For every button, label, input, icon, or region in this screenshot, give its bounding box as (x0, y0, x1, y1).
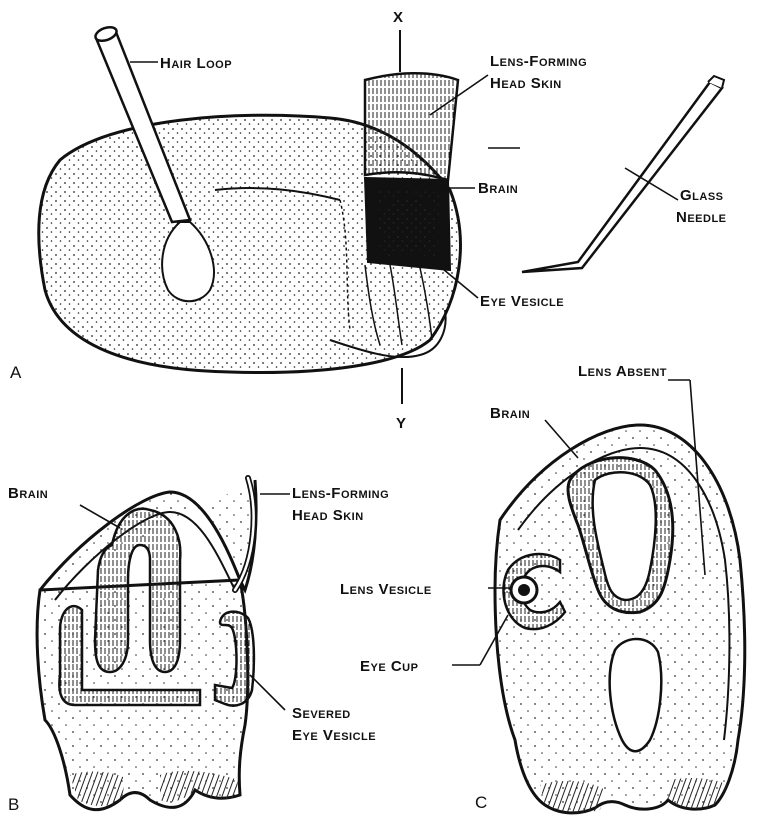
panel-label-b: B (8, 795, 19, 814)
glass-needle (522, 82, 722, 272)
panel-b-section (37, 478, 256, 810)
label-lens-forming-head-skin-a-2: Head Skin (490, 75, 562, 92)
label-glass-needle-2: Needle (676, 209, 727, 226)
label-lens-forming-head-skin-b-1: Lens-Forming (292, 485, 389, 502)
label-lens-vesicle: Lens Vesicle (340, 581, 432, 598)
label-hair-loop: Hair Loop (160, 55, 232, 72)
label-x: X (393, 9, 404, 26)
panel-a-embryo (39, 25, 724, 404)
label-lens-absent: Lens Absent (578, 363, 667, 380)
label-brain-c: Brain (490, 405, 530, 422)
label-lens-forming-head-skin-a-1: Lens-Forming (490, 53, 587, 70)
panel-label-a: A (10, 363, 22, 382)
label-glass-needle-1: Glass (680, 187, 724, 204)
label-eye-cup: Eye Cup (360, 658, 418, 675)
label-eye-vesicle: Eye Vesicle (480, 293, 564, 310)
head-skin-flap (365, 73, 458, 180)
panel-c-section (495, 425, 745, 813)
label-brain-a: Brain (478, 180, 518, 197)
label-y: Y (396, 415, 407, 432)
label-brain-b: Brain (8, 485, 48, 502)
panel-label-c: C (475, 793, 487, 812)
label-severed-eye-vesicle-1: Severed (292, 705, 351, 722)
eye-vesicle-a (377, 196, 437, 256)
label-lens-forming-head-skin-b-2: Head Skin (292, 507, 364, 524)
label-severed-eye-vesicle-2: Eye Vesicle (292, 727, 376, 744)
